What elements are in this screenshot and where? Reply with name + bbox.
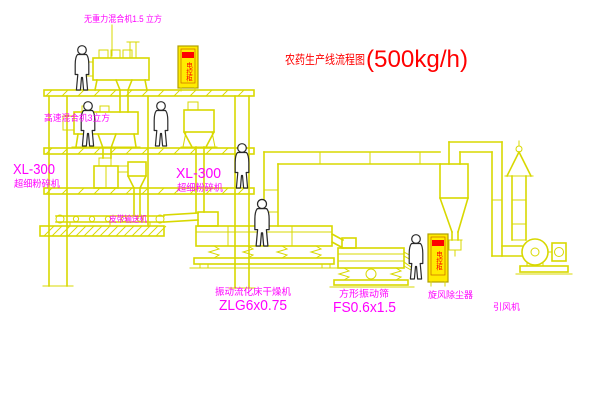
- label-gravity-free-mixer: 无重力混合机1.5 立方: [84, 13, 162, 24]
- label-mill-left-model: XL-300: [13, 161, 55, 178]
- cabinet2-label: 电控柜: [435, 250, 443, 272]
- label-belt-conveyor: 皮带输送机: [109, 214, 147, 224]
- belt-conveyor: [55, 212, 199, 227]
- vibrating-screen: [329, 237, 415, 288]
- title-capacity: (500kg/h): [366, 46, 468, 73]
- cabinet-tag: [182, 52, 194, 58]
- label-mill-center-name: 超细粉碎机: [177, 182, 223, 194]
- cabinet1-label: 电控柜: [185, 61, 193, 83]
- worker-figure: [153, 101, 169, 147]
- high-speed-mixer: [62, 105, 141, 159]
- title-text: 农药生产线流程图: [285, 52, 365, 67]
- pulverizer-center: [180, 101, 218, 213]
- equipment-labels: 无重力混合机1.5 立方 高速混合机3立方 XL-300 超细粉碎机 XL-30…: [13, 13, 520, 316]
- control-cabinet-2: 电控柜: [427, 233, 449, 287]
- worker-figure: [254, 198, 270, 247]
- worker-figure: [408, 234, 424, 280]
- label-fan: 引风机: [493, 301, 520, 312]
- label-mill-left-name: 超细粉碎机: [14, 178, 60, 190]
- exhaust-duct: [263, 151, 441, 227]
- building-frame: [39, 89, 256, 289]
- induced-draft-fan: [515, 238, 573, 275]
- worker-figure: [234, 143, 250, 189]
- label-dryer-model: ZLG6x0.75: [219, 297, 287, 314]
- cyclone-separator: [438, 141, 523, 257]
- label-screen-model: FS0.6x1.5: [333, 299, 396, 316]
- label-cyclone: 旋风除尘器: [428, 289, 473, 300]
- label-screen-name: 方形振动筛: [339, 288, 389, 300]
- worker-figure: [80, 101, 96, 147]
- drawing-title: 农药生产线流程图 (500kg/h): [285, 46, 468, 73]
- pulverizer-left: [93, 157, 148, 217]
- control-cabinet-1: 电控柜: [177, 45, 199, 92]
- exhaust-stack: [504, 140, 534, 241]
- label-mill-center-model: XL-300: [176, 165, 221, 182]
- gravity-free-mixer: [81, 24, 151, 113]
- cabinet-tag: [432, 240, 444, 246]
- label-high-speed-mixer: 高速混合机3立方: [44, 112, 110, 123]
- worker-figure: [74, 45, 90, 91]
- label-dryer-name: 振动流化床干燥机: [215, 286, 291, 298]
